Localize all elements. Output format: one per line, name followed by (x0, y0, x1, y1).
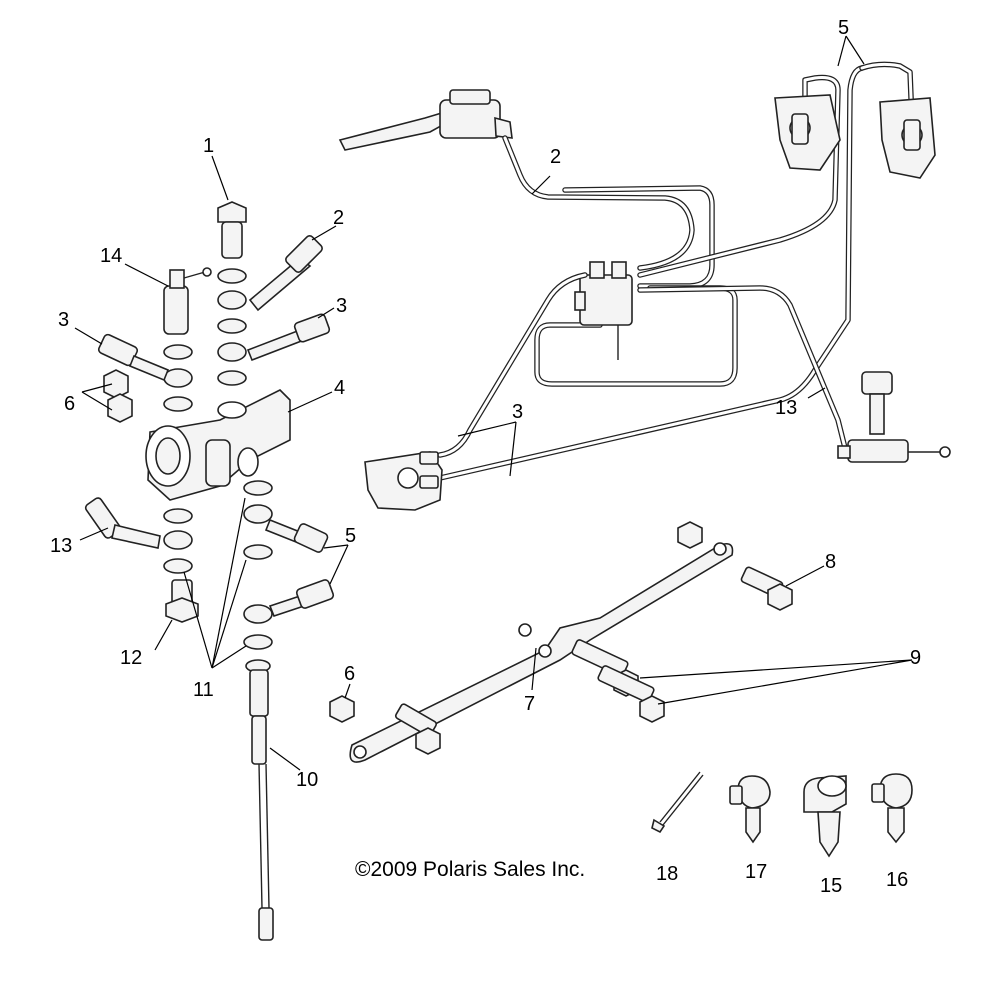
brake-line-3-left (437, 272, 588, 458)
callout-16: 16 (886, 869, 908, 891)
callout-labels: 1 2 14 3 3 4 6 13 5 12 11 10 2 3 5 13 8 … (50, 17, 921, 897)
fitting-3-left (97, 333, 170, 382)
callout-5: 5 (345, 525, 356, 547)
brake-line-2-upper (502, 135, 695, 271)
callout-14: 14 (100, 245, 122, 267)
rear-caliper-left (774, 94, 841, 171)
nut-6-bracket (329, 695, 355, 723)
front-caliper (364, 451, 443, 511)
clip-17 (729, 775, 771, 844)
exploded-valve-assembly (84, 201, 335, 941)
callout-2: 2 (550, 146, 561, 168)
copyright-notice: ©2009 Polaris Sales Inc. (355, 858, 585, 881)
callout-10: 10 (296, 769, 318, 791)
foot-master-cylinder (837, 371, 951, 463)
rear-caliper-right (879, 97, 936, 179)
proportioning-valve-small (574, 261, 633, 360)
callout-17: 17 (745, 861, 767, 883)
fitting-13-left (84, 497, 161, 549)
brake-line-lower-loop (534, 285, 738, 387)
callout-7: 7 (524, 693, 535, 715)
clip-16 (871, 773, 913, 844)
callout-5: 5 (838, 17, 849, 39)
callout-3: 3 (512, 401, 523, 423)
callout-9: 9 (910, 647, 921, 669)
callout-12: 12 (120, 647, 142, 669)
callout-2: 2 (333, 207, 344, 229)
callout-8: 8 (825, 551, 836, 573)
bolts-9 (571, 639, 665, 723)
cable-tie-18 (651, 771, 704, 834)
washers-lower (163, 480, 273, 673)
callout-4: 4 (334, 377, 345, 399)
bolt-bracket-lower (394, 703, 441, 755)
leader-lines (74, 35, 913, 771)
fitting-5-lower (268, 579, 335, 617)
callout-3: 3 (58, 309, 69, 331)
callout-11: 11 (193, 679, 214, 701)
banjo-bolt-1 (217, 201, 247, 259)
callout-15: 15 (820, 875, 842, 897)
callout-18: 18 (656, 863, 678, 885)
callout-6: 6 (64, 393, 75, 415)
callout-3: 3 (336, 295, 347, 317)
callout-1: 1 (203, 135, 214, 157)
brake-switch-14 (163, 267, 212, 335)
fitting-2 (248, 235, 323, 312)
washers-top (163, 268, 247, 412)
brake-line-routing (338, 61, 951, 511)
callout-6: 6 (344, 663, 355, 685)
bolt-8 (740, 566, 793, 611)
clip-15 (803, 775, 847, 858)
callout-13: 13 (775, 397, 797, 419)
hose-10 (249, 669, 274, 941)
mounting-bracket-7 (349, 542, 734, 763)
hand-master-cylinder (338, 89, 513, 151)
callout-13: 13 (50, 535, 72, 557)
fitting-5-upper (264, 518, 329, 553)
valve-body-4 (145, 389, 291, 501)
bolt-12 (165, 579, 199, 623)
nut-bracket-top (677, 521, 703, 549)
fitting-3-right (246, 313, 331, 362)
nuts-6-left (103, 369, 133, 423)
